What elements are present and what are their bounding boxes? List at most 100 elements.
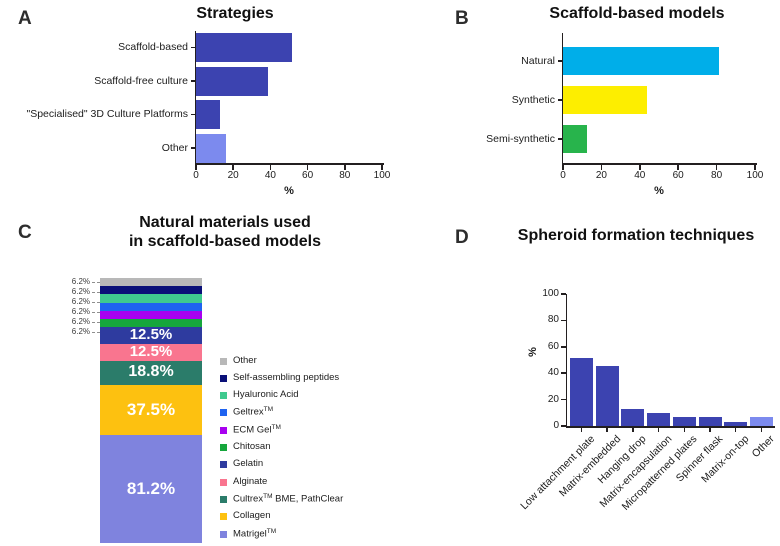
leader-line <box>91 291 100 293</box>
y-axis-b <box>561 33 563 165</box>
legend-item: CultrexTM BME, PathClear <box>233 492 344 505</box>
segment-value-label: 18.8% <box>128 363 174 381</box>
y-tick-label: 80 <box>547 314 559 326</box>
legend-item: Gelatin <box>233 458 264 470</box>
x-tick-label: 0 <box>560 170 566 181</box>
legend-swatch <box>220 461 227 469</box>
legend-swatch <box>220 374 227 382</box>
segment-value-label: 81.2% <box>126 478 176 498</box>
category-tick <box>760 427 763 432</box>
category-label: Natural <box>521 54 555 67</box>
leader-line <box>91 301 100 303</box>
category-label: Other <box>749 433 777 461</box>
leader-line <box>91 311 100 313</box>
panel-c-title: Natural materials used <box>139 214 311 231</box>
x-tick <box>754 164 756 170</box>
x-axis-d <box>565 426 776 428</box>
legend-swatch <box>220 444 227 451</box>
y-tick <box>560 398 566 401</box>
x-tick <box>232 164 234 170</box>
bar-Other <box>196 133 226 163</box>
category-tick <box>683 427 686 432</box>
bar-Low attachment plate <box>570 357 593 426</box>
panel-letter-c: C <box>18 222 32 243</box>
y-tick <box>560 319 566 322</box>
legend-item: Other <box>233 354 257 366</box>
bar-"Specialised" 3D Culture Platforms <box>196 100 220 129</box>
legend-swatch <box>220 530 227 538</box>
segment-Collagen <box>100 385 202 436</box>
category-tick <box>191 80 196 82</box>
x-tick <box>269 164 272 170</box>
panel-a-title: Strategies <box>196 5 274 22</box>
x-tick <box>306 164 309 170</box>
x-tick-label: 80 <box>339 170 351 181</box>
category-tick <box>191 113 196 116</box>
legend-label-post: BME, PathClear <box>272 493 344 505</box>
segment-Geltrex <box>100 302 202 311</box>
x-tick <box>715 164 718 170</box>
x-tick <box>639 164 641 170</box>
y-tick-label: 0 <box>553 420 559 431</box>
y-axis-d <box>565 294 567 428</box>
segment-value-label: 6.2% <box>71 307 90 316</box>
bar-Scaffold-free culture <box>196 66 268 96</box>
bar-Matrix-on-top <box>724 421 748 426</box>
category-label: "Specialised" 3D Culture Platforms <box>26 108 188 120</box>
y-tick-label: 100 <box>542 288 559 299</box>
segment-ECM Gel <box>100 310 202 320</box>
bar-Hanging drop <box>621 408 645 426</box>
bar-Matrix-encapsulation <box>647 413 671 426</box>
y-axis-a <box>194 31 196 165</box>
category-label: Scaffold-free culture <box>94 74 188 87</box>
segment-Alginate <box>100 343 202 361</box>
segment-Gelatin <box>100 327 202 344</box>
x-tick <box>600 164 603 170</box>
legend-swatch <box>220 426 227 434</box>
y-tick <box>560 346 566 348</box>
panel-letter-b: B <box>455 8 469 29</box>
x-tick-label: 0 <box>193 170 199 181</box>
category-tick <box>734 427 737 432</box>
bar-Scaffold-based <box>196 33 292 62</box>
category-tick <box>632 427 634 432</box>
bar-Natural <box>563 47 719 75</box>
segment-value-label: 12.5% <box>129 342 173 360</box>
category-tick <box>709 427 711 432</box>
segment-Other <box>100 278 202 287</box>
x-tick <box>562 164 564 170</box>
category-tick <box>558 138 563 140</box>
segment-value-label: 12.5% <box>129 326 173 344</box>
x-tick <box>195 164 197 170</box>
panel-letter-d: D <box>455 227 469 248</box>
category-label: Other <box>161 141 188 154</box>
category-tick <box>606 427 608 432</box>
x-tick-label: 100 <box>746 170 764 181</box>
bar-Semi-synthetic <box>563 125 587 153</box>
legend-trademark-sup: TM <box>271 423 281 431</box>
legend-item: Hyaluronic Acid <box>233 389 299 401</box>
legend-item: GeltrexTM <box>233 406 274 418</box>
x-axis-b <box>561 163 757 165</box>
segment-value-label: 6.2% <box>71 287 90 296</box>
legend-swatch <box>220 409 227 417</box>
x-tick-label: 20 <box>595 170 607 181</box>
bar-Spinner flask <box>698 417 722 426</box>
leader-line <box>91 321 100 323</box>
segment-Self-assembling peptides <box>100 286 202 295</box>
category-tick <box>191 147 196 149</box>
category-tick <box>657 427 660 432</box>
x-tick-label: 40 <box>634 170 646 181</box>
x-axis-label-a: % <box>284 185 294 197</box>
category-label: Synthetic <box>511 93 555 106</box>
panel-letter-a: A <box>18 8 32 29</box>
y-tick-label: 40 <box>547 367 559 379</box>
legend-item: Alginate <box>233 475 268 487</box>
category-tick <box>558 60 563 62</box>
segment-Chitosan <box>100 319 202 328</box>
segment-Cultrex <box>100 360 202 386</box>
x-axis-label-b: % <box>654 185 664 197</box>
bar-Matrix-embedded <box>595 366 619 426</box>
segment-value-label: 6.2% <box>71 327 90 336</box>
x-tick <box>381 164 383 170</box>
